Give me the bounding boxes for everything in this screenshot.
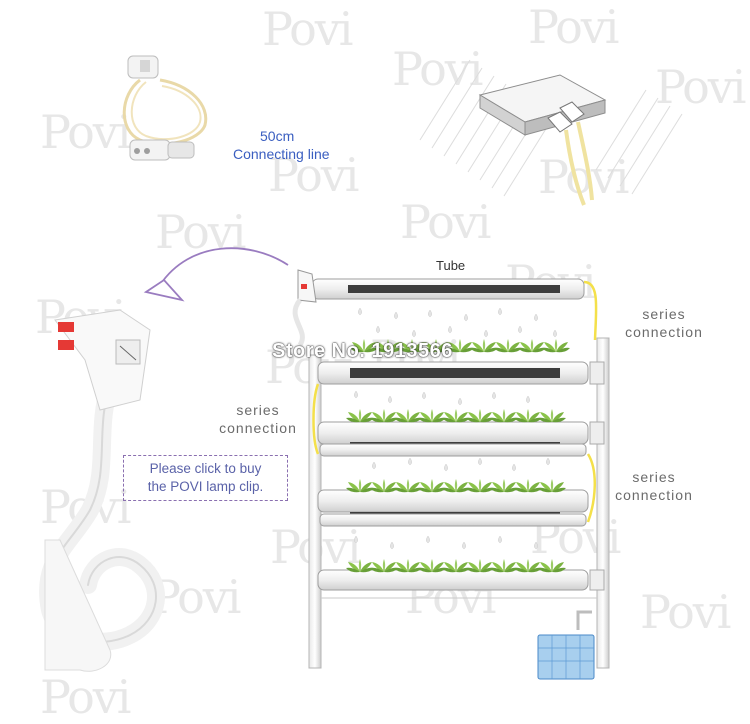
watermark: Povi — [400, 195, 491, 249]
watermark: Povi — [392, 42, 483, 96]
watermark: Povi — [40, 105, 131, 159]
lamp-clip — [39, 309, 165, 672]
watermark: Povi — [528, 0, 619, 54]
purple-arrow — [143, 247, 289, 302]
connector-detail — [419, 59, 683, 206]
tube-4 — [317, 489, 589, 527]
water-tank — [537, 610, 595, 680]
cable-name-label: Connecting line — [233, 146, 330, 162]
cable-length-label: 50cm — [260, 128, 295, 144]
watermark: Povi — [155, 205, 246, 259]
watermark: Povi — [655, 60, 746, 114]
buy-lamp-clip-line2: the POVI lamp clip. — [147, 479, 264, 494]
watermark: Povi — [640, 585, 731, 639]
tube-5 — [317, 569, 605, 591]
watermark: Povi — [150, 570, 241, 624]
watermark: Povi — [262, 2, 353, 56]
buy-lamp-clip-link[interactable]: Please click to buy the POVI lamp clip. — [123, 455, 288, 501]
tube-1 — [292, 269, 598, 347]
plants-row-4 — [346, 559, 566, 573]
series-connection-label-bottom-right: series connection — [615, 469, 693, 503]
tube-label: Tube — [436, 258, 466, 273]
plants-row-3 — [346, 479, 566, 493]
plants-row-2 — [346, 409, 566, 423]
illustration-graphics — [39, 55, 683, 680]
series-cables — [312, 383, 596, 523]
series-connection-label-top-right: series connection — [625, 306, 703, 340]
connecting-cable — [122, 55, 208, 161]
buy-lamp-clip-line1: Please click to buy — [149, 461, 262, 476]
store-number-overlay: Store No. 1913566 — [272, 340, 453, 362]
series-connection-label-left: series connection — [219, 402, 297, 436]
tube-2 — [317, 361, 605, 385]
tube-3 — [317, 421, 605, 457]
product-illustration: Povi Povi Povi Povi Povi Povi Povi Povi … — [35, 0, 746, 724]
watermark: Povi — [268, 148, 359, 202]
